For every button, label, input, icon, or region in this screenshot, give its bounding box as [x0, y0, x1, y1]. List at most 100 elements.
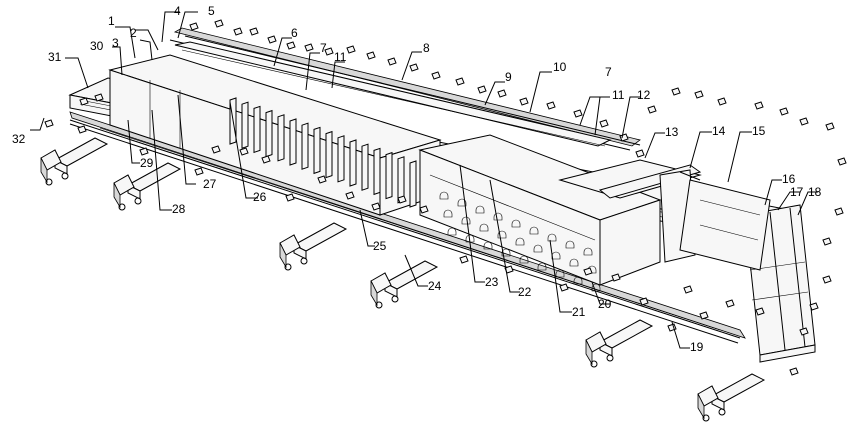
- window: [515, 237, 525, 246]
- callout-24: 24: [428, 279, 442, 293]
- trucks: [40, 137, 766, 422]
- floor-marker: [371, 202, 381, 211]
- truck-cab-front: [40, 157, 48, 184]
- floor-marker: [611, 273, 621, 282]
- callout-10: 10: [553, 60, 567, 74]
- floor-marker: [211, 145, 221, 154]
- truck-wheel: [590, 360, 598, 368]
- floor-marker: [573, 109, 583, 118]
- floor-marker: [189, 22, 199, 31]
- truck-bed: [53, 137, 109, 167]
- floor-marker: [834, 207, 844, 216]
- truck-bed: [710, 373, 766, 403]
- window: [475, 205, 485, 214]
- floor-marker: [809, 302, 819, 311]
- truck: [40, 137, 109, 186]
- floor-marker: [249, 27, 259, 36]
- window: [547, 233, 557, 242]
- window: [529, 226, 539, 235]
- floor-marker: [261, 155, 271, 164]
- rack-plate: [301, 122, 309, 170]
- floor-marker: [694, 90, 704, 99]
- callout-11a: 11: [334, 50, 347, 64]
- floor-marker: [455, 77, 465, 86]
- floor-marker: [44, 119, 54, 128]
- truck-wheel: [375, 301, 383, 309]
- floor-marker: [285, 193, 295, 202]
- truck: [585, 319, 654, 368]
- floor-marker: [559, 283, 569, 292]
- floor-marker: [317, 175, 327, 184]
- window: [569, 258, 579, 267]
- floor-marker: [387, 57, 397, 66]
- callout-22: 22: [518, 285, 532, 299]
- window: [479, 223, 489, 232]
- floor-marker: [459, 255, 469, 264]
- window: [443, 209, 453, 218]
- front-rail: [69, 111, 746, 344]
- callout-4: 4: [174, 4, 181, 18]
- window: [461, 216, 471, 225]
- window: [497, 230, 507, 239]
- callout-2: 2: [130, 26, 137, 40]
- truck-bed: [598, 319, 654, 349]
- floor-marker: [324, 47, 334, 56]
- rack-plate: [313, 126, 321, 175]
- floor-marker: [799, 117, 809, 126]
- floor-marker: [546, 101, 556, 110]
- window: [565, 240, 575, 249]
- callout-12: 12: [637, 88, 651, 102]
- rack-plates: [229, 97, 417, 208]
- floor-marker: [397, 195, 407, 204]
- truck-wheel: [300, 257, 308, 265]
- truck: [697, 373, 766, 422]
- callout-18: 18: [808, 185, 822, 199]
- window: [591, 283, 601, 292]
- floor-marker: [799, 327, 809, 336]
- truck-bed: [126, 162, 182, 192]
- truck-wheel: [134, 197, 142, 205]
- window: [533, 244, 543, 253]
- rack-plate: [265, 109, 273, 158]
- window: [555, 269, 565, 278]
- floor-marker: [825, 122, 835, 131]
- floor-marker: [599, 119, 609, 128]
- window: [483, 241, 493, 250]
- callout-7b: 7: [605, 65, 612, 79]
- truck-wheel: [118, 203, 126, 211]
- back-conveyor: [174, 41, 612, 147]
- floor-marker: [233, 27, 243, 36]
- floor-marker: [366, 51, 376, 60]
- callout-1: 1: [108, 14, 115, 28]
- floor-marker: [94, 93, 104, 102]
- callout-5: 5: [208, 4, 215, 18]
- floor-marker: [267, 35, 277, 44]
- truck-wheel: [702, 414, 710, 422]
- window: [519, 255, 529, 264]
- window: [573, 276, 583, 285]
- floor-marker: [194, 167, 204, 176]
- window: [465, 234, 475, 243]
- callout-28: 28: [172, 202, 186, 216]
- callout-9: 9: [505, 70, 512, 84]
- floor-marker: [497, 89, 507, 98]
- floor-marker: [214, 19, 224, 28]
- callout-15: 15: [752, 124, 766, 138]
- floor-marker: [755, 307, 765, 316]
- floor-marker: [409, 63, 419, 72]
- floor-marker: [725, 299, 735, 308]
- truck-cab-front: [585, 339, 593, 366]
- callout-labels: 1 2 3 4 5 6 7 7 8 9 10 11 11 12 13 14 15…: [12, 4, 822, 354]
- callout-29: 29: [140, 156, 154, 170]
- floor-marker: [583, 267, 593, 276]
- truck: [113, 162, 182, 211]
- right-compartment: [679, 179, 771, 271]
- callout-26: 26: [253, 190, 267, 204]
- callout-13: 13: [665, 125, 679, 139]
- floor-marker: [345, 191, 355, 200]
- truck-cab-front: [370, 280, 378, 307]
- floor-marker: [286, 41, 296, 50]
- callout-23: 23: [485, 275, 499, 289]
- window: [537, 262, 547, 271]
